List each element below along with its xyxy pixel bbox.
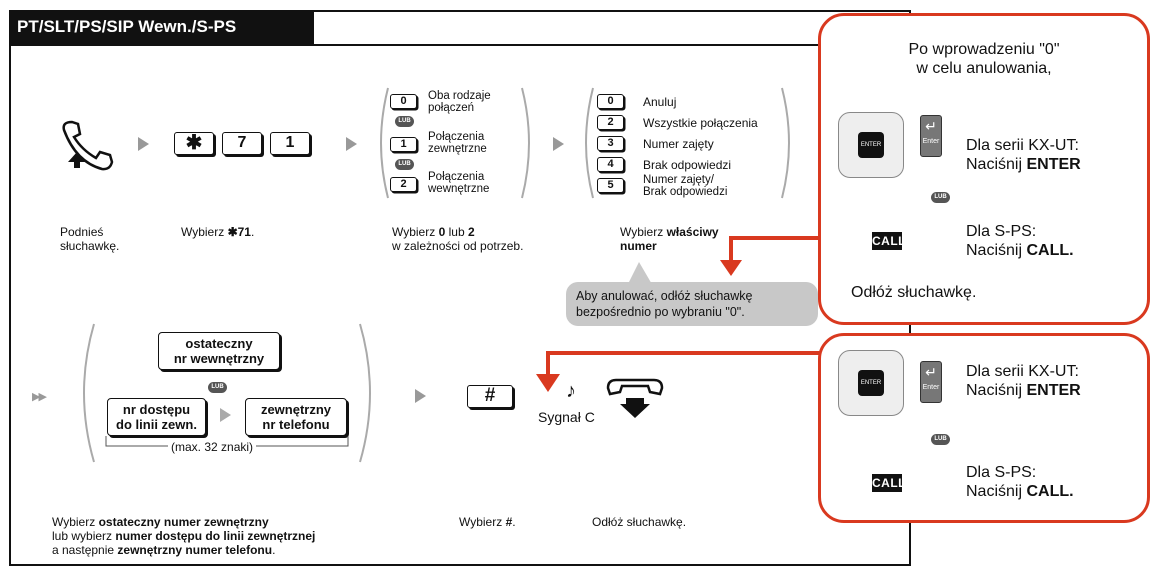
caption-hangup: Odłóż słuchawkę. — [592, 515, 687, 529]
option-bracket-b — [585, 87, 790, 199]
enter-key-icon: ↵Enter — [920, 115, 942, 157]
option-key: 2 — [390, 177, 417, 192]
option-key: 4 — [597, 157, 624, 172]
page-title: PT/SLT/PS/SIP Wewn./S-PS — [9, 10, 314, 44]
navigator-key-icon: ENTER — [838, 112, 904, 178]
enter-button-icon: ENTER — [858, 132, 884, 158]
option-bracket-a — [380, 87, 530, 199]
title-rule — [9, 44, 911, 46]
tone-label: Sygnał C — [538, 409, 595, 425]
lub-badge: LUB — [208, 382, 227, 393]
music-note-icon: ♪ — [566, 380, 576, 402]
cancel-panel-heading: Po wprowadzeniu "0"w celu anulowania, — [908, 41, 1060, 77]
key-star: ✱ — [174, 132, 214, 155]
sps-instruction: Dla S-PS:Naciśnij CALL. — [966, 464, 1074, 500]
step-arrow — [138, 137, 149, 151]
option-label: Brak odpowiedzi — [643, 158, 732, 172]
key-hash: # — [467, 385, 513, 408]
option-label: Numer zajęty — [643, 137, 714, 151]
kxut-instruction: Dla serii KX-UT:Naciśnij ENTER — [966, 363, 1081, 399]
number-group-bracket — [83, 323, 371, 463]
option-label: Anuluj — [643, 95, 677, 109]
enter-button-icon: ENTER — [858, 370, 884, 396]
option-label: Numer zajęty/Brak odpowiedzi — [643, 174, 728, 198]
step-arrow — [415, 389, 426, 403]
option-key: 1 — [390, 137, 417, 152]
step-arrow — [553, 137, 564, 151]
step-arrow — [346, 137, 357, 151]
option-key: 2 — [597, 115, 624, 130]
option-key: 0 — [597, 94, 624, 109]
kxut-instruction: Dla serii KX-UT:Naciśnij ENTER — [966, 137, 1081, 173]
step-arrow — [220, 408, 231, 422]
enter-key-icon: ↵Enter — [920, 361, 942, 403]
lub-badge: LUB — [395, 116, 414, 127]
connector-arrow-top — [720, 236, 822, 276]
caption-dial-hash: Wybierz #. — [459, 515, 516, 529]
double-arrow-icon: ▶▶ — [32, 391, 47, 403]
key-1: 1 — [270, 132, 310, 155]
sps-instruction: Dla S-PS:Naciśnij CALL. — [966, 223, 1074, 259]
caption-dial-external: Wybierz ostateczny numer zewnętrzny lub … — [52, 515, 316, 557]
lub-badge: LUB — [931, 192, 950, 203]
bubble-tail — [627, 262, 653, 286]
max-note: (max. 32 znaki) — [168, 440, 257, 454]
option-key: 0 — [390, 94, 417, 109]
hangup-instruction: Odłóż słuchawkę. — [851, 284, 977, 301]
option-key: 5 — [597, 178, 624, 193]
lub-badge: LUB — [931, 434, 950, 445]
key-7: 7 — [222, 132, 262, 155]
lub-badge: LUB — [395, 159, 414, 170]
call-key-icon: CALL — [872, 474, 906, 492]
caption-dial-71: Wybierz ✱71. — [181, 225, 255, 239]
handset-offhook-icon — [62, 120, 114, 171]
option-key: 3 — [597, 136, 624, 151]
call-key-icon: CALL — [872, 232, 906, 250]
navigator-key-icon: ENTER — [838, 350, 904, 416]
option-label: Wszystkie połączenia — [643, 116, 758, 130]
handset-onhook-icon — [606, 378, 664, 418]
connector-arrow-bottom — [536, 351, 820, 392]
